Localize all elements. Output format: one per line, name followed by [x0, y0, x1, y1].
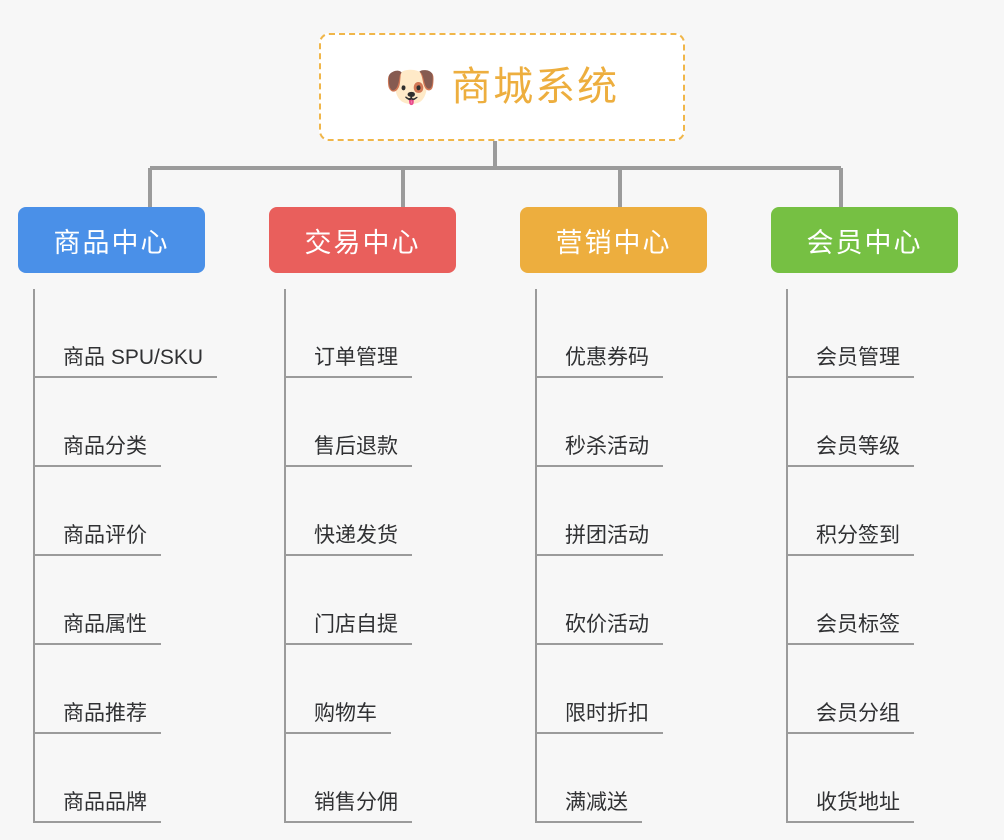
list-item[interactable]: 商品属性	[33, 556, 217, 645]
list-item[interactable]: 砍价活动	[535, 556, 663, 645]
leaf-list-product-center: 商品 SPU/SKU 商品分类 商品评价 商品属性 商品推荐 商品品牌	[33, 289, 218, 823]
leaf-label: 购物车	[284, 702, 391, 734]
list-item[interactable]: 快递发货	[284, 467, 412, 556]
leaf-label: 满减送	[535, 791, 642, 823]
branch-column-member-center: 会员中心 会员管理 会员等级 积分签到 会员标签 会员分组 收货地址	[753, 207, 1004, 823]
category-label: 营销中心	[555, 227, 672, 258]
list-item[interactable]: 订单管理	[284, 289, 412, 378]
branch-column-trade-center: 交易中心 订单管理 售后退款 快递发货 门店自提 购物车 销售分佣	[251, 207, 502, 823]
branch-column-marketing-center: 营销中心 优惠券码 秒杀活动 拼团活动 砍价活动 限时折扣 满减送	[502, 207, 753, 823]
leaf-label: 订单管理	[284, 346, 412, 378]
leaf-list-member-center: 会员管理 会员等级 积分签到 会员标签 会员分组 收货地址	[786, 289, 914, 823]
branch-column-product-center: 商品中心 商品 SPU/SKU 商品分类 商品评价 商品属性 商品推荐 商品品牌	[0, 207, 251, 823]
list-item[interactable]: 会员标签	[786, 556, 914, 645]
list-item[interactable]: 收货地址	[786, 734, 914, 823]
list-item[interactable]: 秒杀活动	[535, 378, 663, 467]
list-item[interactable]: 商品品牌	[33, 734, 217, 823]
category-label: 会员中心	[806, 227, 923, 258]
leaf-list-trade-center: 订单管理 售后退款 快递发货 门店自提 购物车 销售分佣	[284, 289, 412, 823]
leaf-label: 门店自提	[284, 613, 412, 645]
leaf-label: 商品分类	[33, 435, 161, 467]
list-item[interactable]: 售后退款	[284, 378, 412, 467]
branch-columns: 商品中心 商品 SPU/SKU 商品分类 商品评价 商品属性 商品推荐 商品品牌…	[0, 207, 1004, 823]
leaf-list-marketing-center: 优惠券码 秒杀活动 拼团活动 砍价活动 限时折扣 满减送	[535, 289, 663, 823]
leaf-label: 收货地址	[786, 791, 914, 823]
leaf-spine	[284, 289, 286, 822]
leaf-spine	[33, 289, 35, 822]
category-header-marketing-center[interactable]: 营销中心	[520, 207, 707, 273]
list-item[interactable]: 购物车	[284, 645, 412, 734]
leaf-label: 积分签到	[786, 524, 914, 556]
list-item[interactable]: 商品评价	[33, 467, 217, 556]
leaf-label: 会员标签	[786, 613, 914, 645]
leaf-label: 砍价活动	[535, 613, 663, 645]
category-label: 商品中心	[53, 227, 170, 258]
list-item[interactable]: 会员分组	[786, 645, 914, 734]
leaf-label: 商品推荐	[33, 702, 161, 734]
category-header-member-center[interactable]: 会员中心	[771, 207, 958, 273]
root-node-row: 🐶 商城系统	[0, 33, 1004, 141]
shiba-dog-face-icon: 🐶	[384, 63, 438, 110]
list-item[interactable]: 会员等级	[786, 378, 914, 467]
category-label: 交易中心	[304, 227, 421, 258]
list-item[interactable]: 门店自提	[284, 556, 412, 645]
list-item[interactable]: 销售分佣	[284, 734, 412, 823]
leaf-label: 优惠券码	[535, 346, 663, 378]
leaf-label: 会员分组	[786, 702, 914, 734]
list-item[interactable]: 优惠券码	[535, 289, 663, 378]
list-item[interactable]: 积分签到	[786, 467, 914, 556]
list-item[interactable]: 商品分类	[33, 378, 217, 467]
leaf-spine	[786, 289, 788, 822]
leaf-label: 销售分佣	[284, 791, 412, 823]
leaf-label: 秒杀活动	[535, 435, 663, 467]
root-title: 商城系统	[451, 65, 620, 109]
list-item[interactable]: 限时折扣	[535, 645, 663, 734]
root-node[interactable]: 🐶 商城系统	[319, 33, 685, 141]
list-item[interactable]: 拼团活动	[535, 467, 663, 556]
list-item[interactable]: 商品 SPU/SKU	[33, 289, 218, 378]
list-item[interactable]: 会员管理	[786, 289, 914, 378]
leaf-label: 快递发货	[284, 524, 412, 556]
leaf-label: 会员管理	[786, 346, 914, 378]
leaf-label: 商品评价	[33, 524, 161, 556]
category-header-trade-center[interactable]: 交易中心	[269, 207, 456, 273]
leaf-label: 会员等级	[786, 435, 914, 467]
leaf-label: 商品品牌	[33, 791, 161, 823]
leaf-label: 限时折扣	[535, 702, 663, 734]
leaf-label: 拼团活动	[535, 524, 663, 556]
leaf-label: 售后退款	[284, 435, 412, 467]
leaf-label: 商品 SPU/SKU	[33, 346, 218, 378]
category-header-product-center[interactable]: 商品中心	[18, 207, 205, 273]
leaf-spine	[535, 289, 537, 822]
list-item[interactable]: 商品推荐	[33, 645, 217, 734]
list-item[interactable]: 满减送	[535, 734, 663, 823]
leaf-label: 商品属性	[33, 613, 161, 645]
